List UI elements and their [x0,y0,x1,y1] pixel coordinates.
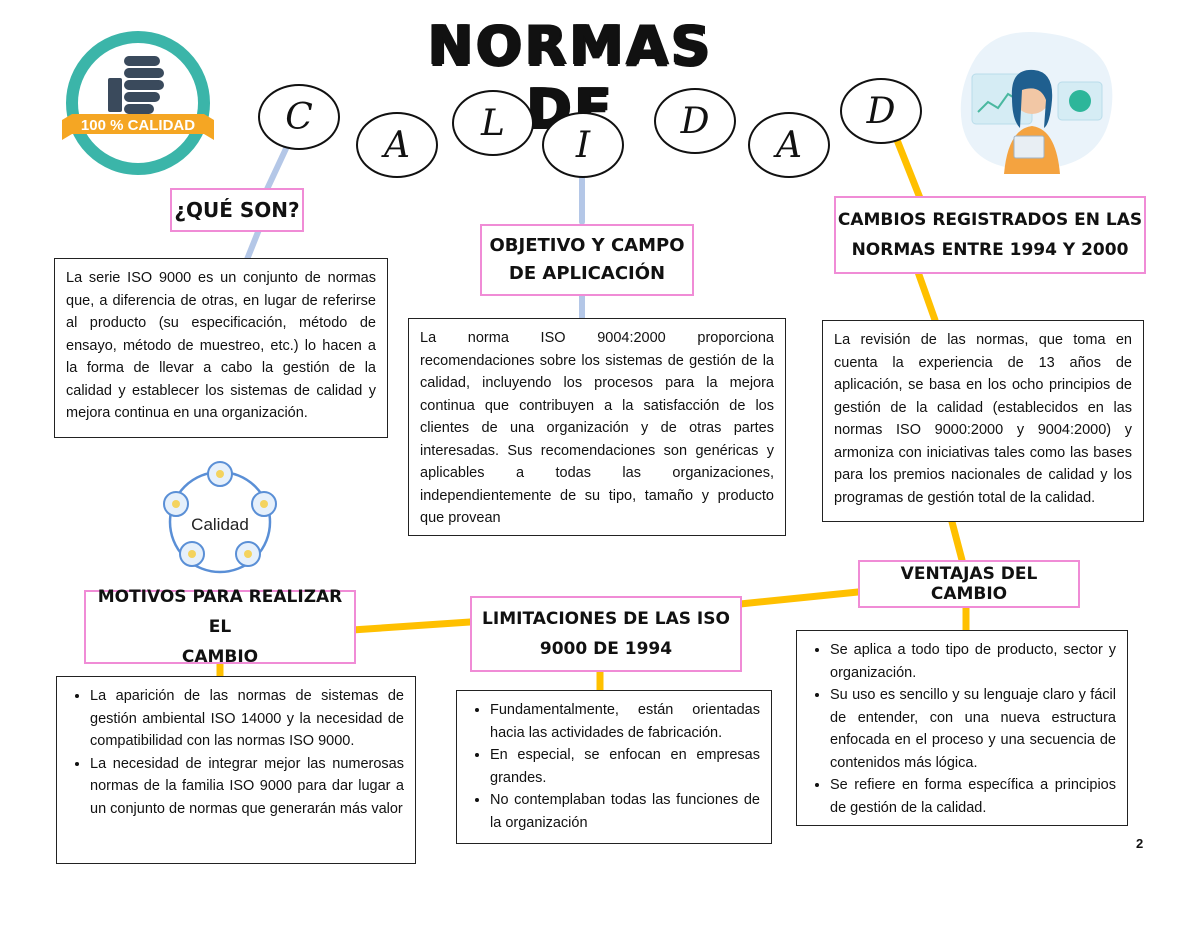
que-son-heading-text: ¿QUÉ SON? [174,198,300,222]
letter-circle-d: D [654,88,736,154]
limitaciones-list: Fundamentalmente, están orientadas hacia… [468,699,760,834]
motivos-heading-line2: CAMBIO [181,647,259,667]
cambios-heading: CAMBIOS REGISTRADOS EN LAS NORMAS ENTRE … [834,196,1146,274]
objetivo-heading-line1: OBJETIVO Y CAMPO [489,235,685,256]
list-item: Se refiere en forma específica a princip… [830,774,1116,819]
objetivo-heading: OBJETIVO Y CAMPO DE APLICACIÓN [480,224,694,296]
cambios-heading-line2: NORMAS ENTRE 1994 Y 2000 [851,240,1129,260]
quality-cycle-diagram: Calidad [163,461,277,574]
limitaciones-textbox: Fundamentalmente, están orientadas hacia… [456,690,772,844]
objetivo-heading-line2: DE APLICACIÓN [508,263,666,284]
motivos-heading-line1: MOTIVOS PARA REALIZAR EL [97,587,343,637]
ventajas-list: Se aplica a todo tipo de producto, secto… [808,639,1116,819]
objetivo-text: La norma ISO 9004:2000 proporciona recom… [420,330,774,526]
motivos-heading: MOTIVOS PARA REALIZAR EL CAMBIO [84,587,356,667]
connector-line [893,136,924,202]
que-son-textbox: La serie ISO 9000 es un conjunto de norm… [54,258,388,438]
cambios-heading-line1: CAMBIOS REGISTRADOS EN LAS [837,210,1143,230]
motivos-list: La aparición de las normas de sistemas d… [68,685,404,820]
quality-badge-logo: 100 % CALIDAD [62,31,214,175]
list-item: No contemplaban todas las funciones de l… [490,789,760,834]
limitaciones-heading: LIMITACIONES DE LAS ISO 9000 DE 1994 [470,596,742,672]
cambios-text: La revisión de las normas, que toma en c… [834,332,1132,506]
cambios-textbox: La revisión de las normas, que toma en c… [822,320,1144,522]
page-number: 2 [1136,836,1144,851]
ventajas-textbox: Se aplica a todo tipo de producto, secto… [796,630,1128,826]
connector-line [914,268,939,324]
letter-circle-d2: D [840,78,922,144]
badge-text: 100 % CALIDAD [81,117,195,134]
letter-circle-a2: A [748,112,830,178]
ventajas-heading: VENTAJAS DEL CAMBIO [858,560,1080,608]
thumbs-up-icon [108,56,164,114]
objetivo-textbox: La norma ISO 9004:2000 proporciona recom… [408,318,786,536]
diagram-center-label: Calidad [191,515,249,534]
connector-line [736,588,862,608]
list-item: En especial, se enfocan en empresas gran… [490,744,760,789]
list-item: Se aplica a todo tipo de producto, secto… [830,639,1116,684]
motivos-textbox: La aparición de las normas de sistemas d… [56,676,416,864]
limitaciones-heading-line2: 9000 DE 1994 [539,639,673,659]
letter-circle-i: I [542,112,624,178]
connector-line [348,618,474,634]
list-item: La aparición de las normas de sistemas d… [90,685,404,753]
list-item: Su uso es sencillo y su lenguaje claro y… [830,684,1116,774]
que-son-heading: ¿QUÉ SON? [170,188,304,232]
ventajas-heading-text: VENTAJAS DEL CAMBIO [900,564,1038,604]
list-item: La necesidad de integrar mejor las numer… [90,753,404,821]
que-son-text: La serie ISO 9000 es un conjunto de norm… [66,270,376,421]
limitaciones-heading-line1: LIMITACIONES DE LAS ISO [482,609,730,629]
list-item: Fundamentalmente, están orientadas hacia… [490,699,760,744]
woman-analytics-illustration [960,32,1113,174]
letter-circle-l: L [452,90,534,156]
letter-circle-c: C [258,84,340,150]
letter-circle-a: A [356,112,438,178]
connector-line [948,518,966,564]
